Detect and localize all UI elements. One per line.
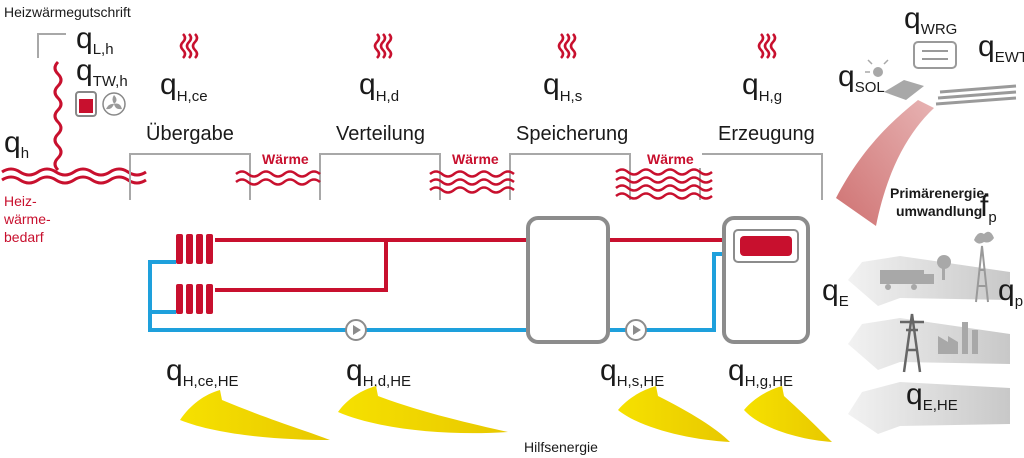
svg-text:qH,d: qH,d [359,68,399,105]
symbol-qHceHE: qH,ce,HE [166,354,239,390]
hot-water-tank-icon [75,91,97,117]
svg-text:qH,g: qH,g [742,68,782,105]
svg-text:qH,s,HE: qH,s,HE [600,354,664,390]
stage-label-verteilung: Verteilung [336,123,425,145]
heat-flow-ce-d: Wärme [235,150,321,186]
supply-pipe [215,238,734,292]
heat-loss-icon-g [757,33,777,59]
symbol-qHgHE: qH,g,HE [728,354,793,390]
credit-wave [53,60,63,172]
symbol-qWRG: qWRG [904,2,957,38]
demand-label-1: Heiz- [4,193,37,209]
demand-label-2: wärme- [3,211,51,227]
heat-loss-icon-d [373,33,393,59]
svg-text:fp: fp [980,190,997,226]
radiator-icon-upper [176,234,213,264]
svg-text:qE,HE: qE,HE [906,378,958,414]
primary-energy-arrow-lower [848,318,1010,370]
symbol-qp: qp [998,274,1023,310]
ventilation-fan-icon [102,92,126,116]
credit-bracket [37,33,66,58]
demand-label-3: bedarf [4,229,44,245]
svg-text:qEWT: qEWT [978,30,1024,66]
svg-text:qL,h: qL,h [76,22,114,58]
symbol-qHg: qH,g [742,68,782,105]
heat-recovery-icon [913,41,957,69]
symbol-qSOL: qSOL [838,60,885,96]
symbol-qHd: qH,d [359,68,399,105]
svg-text:qTW,h: qTW,h [76,54,128,90]
heat-flow-s-g: Wärme [615,150,713,200]
ground-heat-exchanger-icon [935,84,1017,106]
heat-flow-label: Wärme [452,151,499,167]
stage-label-speicherung: Speicherung [516,123,628,145]
stage-label-uebergabe: Übergabe [146,123,234,145]
tree-icon [937,255,951,280]
primary-label-1: Primärenergie- [890,185,989,201]
svg-text:qH,g,HE: qH,g,HE [728,354,793,390]
symbol-qE: qE [822,274,849,310]
primary-label-2: umwandlung [896,203,982,219]
pump-icon-distribution [345,319,367,341]
credit-label: Heizwärmegutschrift [4,4,131,20]
symbol-qHs: qH,s [543,68,582,105]
svg-text:qH,ce,HE: qH,ce,HE [166,354,239,390]
symbol-qHce: qH,ce [160,68,208,105]
stage-label-erzeugung: Erzeugung [718,123,815,145]
aux-energy-label: Hilfsenergie [524,439,598,455]
svg-text:qSOL: qSOL [838,60,885,96]
solar-collector-icon [865,59,924,100]
boiler-icon [722,216,810,344]
radiator-icon-lower [176,284,213,314]
svg-text:qH,ce: qH,ce [160,68,208,105]
svg-text:qp: qp [998,274,1023,310]
fuel-truck-icon [880,270,934,290]
stage-brackets [129,153,823,200]
storage-tank [526,216,610,344]
heat-loss-icon-ce [179,33,199,59]
heat-flow-label: Wärme [647,151,694,167]
aux-primary-energy-arrow [848,382,1010,434]
symbol-qLh: qL,h [76,22,114,58]
aux-energy-arrow-ce [180,390,330,440]
symbol-qEWT: qEWT [978,30,1024,66]
aux-energy-arrow-s [618,386,730,442]
power-plant-icon [938,322,978,354]
symbol-qEHE: qE,HE [906,378,958,414]
demand-waves [1,167,147,185]
heat-flow-label: Wärme [262,151,309,167]
pump-icon-storage [625,319,647,341]
symbol-qHdHE: qH,d,HE [346,354,411,390]
power-pylon-icon [900,313,924,373]
symbol-fp: fp [980,190,997,226]
symbol-qHsHE: qH,s,HE [600,354,664,390]
svg-text:qH,s: qH,s [543,68,582,105]
oil-tower-icon [974,231,994,303]
symbol-qTWh: qTW,h [76,54,128,90]
aux-energy-arrow-g [744,386,832,442]
heat-flow-d-s: Wärme [429,150,515,194]
svg-text:qWRG: qWRG [904,2,957,38]
renewable-inflow-arrow [836,100,934,226]
heat-loss-icon-s [557,33,577,59]
svg-text:qH,d,HE: qH,d,HE [346,354,411,390]
svg-text:qh: qh [4,126,29,162]
aux-energy-arrow-d [338,386,508,434]
svg-text:qE: qE [822,274,849,310]
symbol-qh: qh [4,126,29,162]
